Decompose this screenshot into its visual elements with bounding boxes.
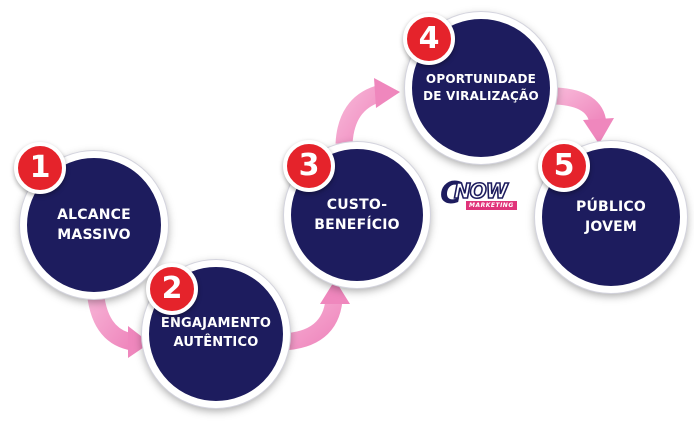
step-1-number: 1 [29,150,51,185]
arrow-2-to-3 [281,280,350,351]
step-4-badge: 4 [403,13,455,65]
step-3-number: 3 [298,148,320,183]
step-3-label: CUSTO- BENEFÍCIO [314,196,400,233]
step-1-label: ALCANCE MASSIVO [57,206,131,243]
logo-mark: C [440,176,463,211]
step-2-circle: ENGAJAMENTO AUTÊNTICO [142,260,290,408]
step-3-badge: 3 [283,140,335,192]
step-2-label: ENGAJAMENTO AUTÊNTICO [160,316,272,350]
logo-tagline: MARKETING [466,201,517,210]
step-5-number: 5 [553,148,575,183]
step-1-badge: 1 [14,142,66,194]
step-5-badge: 5 [538,140,590,192]
step-4-number: 4 [418,21,440,56]
step-2-number: 2 [161,271,183,306]
arrow-3-to-4 [335,78,400,145]
step-4-label: OPORTUNIDADE DE VIRALIZAÇÃO [423,71,539,103]
logo-name: NOW [453,178,508,204]
step-1-circle: ALCANCE MASSIVO [20,151,168,299]
arrow-4-to-5 [555,87,614,144]
step-5-circle: PÚBLICO JOVEM [535,141,687,293]
step-5-label: PÚBLICO JOVEM [575,198,646,235]
step-2-badge: 2 [146,263,198,315]
cnow-logo: C NOW MARKETING [440,176,518,214]
